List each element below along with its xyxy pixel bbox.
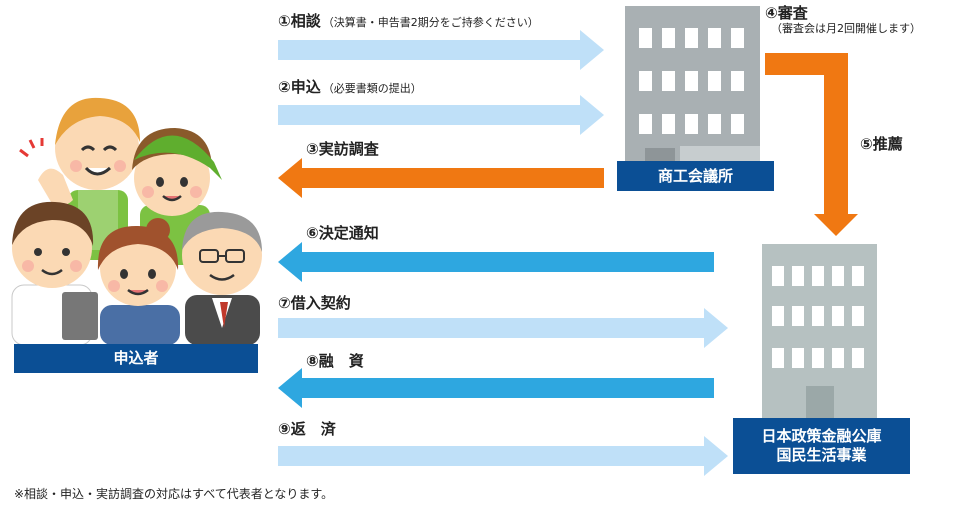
bank-building-icon: [762, 244, 877, 420]
step3-label: ③実訪調査: [306, 140, 379, 158]
applicant-label: 申込者: [14, 344, 258, 373]
step6-label: ⑥決定通知: [306, 224, 379, 242]
step7-label: ⑦借入契約: [278, 294, 351, 312]
arrow-step7: [278, 308, 728, 348]
step4-note: （審査会は月2回開催します）: [771, 22, 921, 35]
arrow-step1: [278, 30, 604, 70]
step1-note: （決算書・申告書2期分をご持参ください）: [322, 16, 539, 29]
jfc-label-line2: 国民生活事業: [776, 446, 867, 464]
arrow-step8: [278, 368, 714, 408]
step4-label: ④審査 （審査会は月2回開催します）: [765, 4, 921, 35]
jfc-label: 日本政策金融公庫 国民生活事業: [733, 418, 910, 474]
footnote: ※相談・申込・実訪調査の対応はすべて代表者となります。: [14, 487, 334, 501]
step1-title: ①相談: [278, 12, 321, 30]
people-group-illustration: [11, 97, 262, 346]
arrow-step6: [278, 242, 714, 282]
step4-title: ④審査: [765, 4, 808, 22]
step2-label: ②申込（必要書類の提出）: [278, 76, 422, 97]
chamber-label: 商工会議所: [617, 161, 774, 191]
arrow-step9: [278, 436, 728, 476]
jfc-label-line1: 日本政策金融公庫: [761, 427, 882, 446]
step5-label: ⑤推薦: [860, 135, 903, 153]
arrow-step2: [278, 95, 604, 135]
arrow-step3: [278, 158, 604, 198]
step8-label: ⑧融 資: [306, 352, 364, 370]
step1-label: ①相談（決算書・申告書2期分をご持参ください）: [278, 10, 539, 31]
step9-label: ⑨返 済: [278, 420, 336, 438]
arrow-step4-5: [765, 53, 858, 236]
office-building-icon: [625, 6, 760, 166]
step2-note: （必要書類の提出）: [322, 82, 422, 95]
step2-title: ②申込: [278, 78, 321, 96]
